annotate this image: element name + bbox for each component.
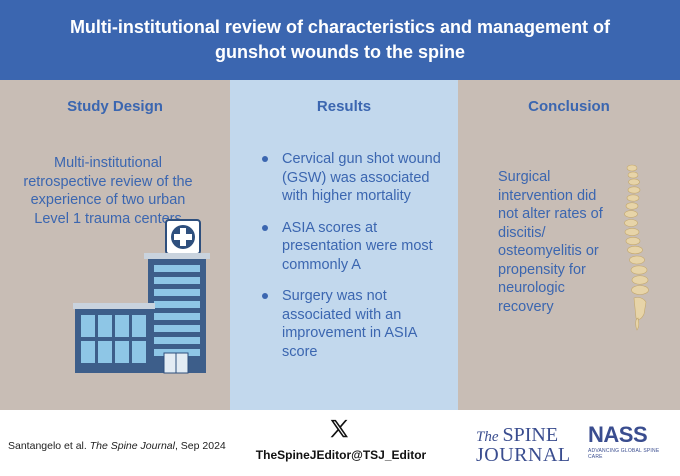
citation-date: , Sep 2024	[174, 440, 226, 452]
results-item: Surgery was not associated with an impro…	[252, 287, 447, 361]
conclusion-heading: Conclusion	[528, 98, 610, 115]
bullet-icon	[262, 156, 268, 162]
study-design-heading: Study Design	[67, 98, 163, 115]
page-title: Multi-institutional review of characteri…	[69, 17, 611, 62]
citation-journal: The Spine Journal	[89, 440, 175, 452]
bullet-icon	[262, 293, 268, 299]
results-item: ASIA scores at presentation were most co…	[252, 219, 447, 275]
nass-logo-tagline: ADVANCING GLOBAL SPINE CARE	[588, 448, 660, 460]
header-banner: Multi-institutional review of characteri…	[0, 0, 680, 80]
journal-logo-the: The	[476, 429, 499, 445]
x-logo-icon[interactable]	[328, 418, 350, 445]
nass-logo-mark: NASS	[588, 422, 648, 447]
results-item-text: Cervical gun shot wound (GSW) was associ…	[282, 151, 441, 204]
conclusion-text: Surgical intervention did not alter rate…	[498, 169, 603, 315]
study-design-text: Multi-institutional retrospective review…	[23, 155, 193, 227]
journal-logo-journal: JOURNAL	[476, 444, 571, 466]
results-list: Cervical gun shot wound (GSW) was associ…	[252, 150, 447, 374]
results-item-text: Surgery was not associated with an impro…	[282, 288, 417, 360]
hospital-building-icon	[70, 215, 210, 380]
bullet-icon	[262, 224, 268, 231]
footer: Santangelo et al. The Spine Journal, Sep…	[0, 410, 680, 476]
results-panel: Results Cervical gun shot wound (GSW) wa…	[230, 80, 458, 410]
results-item: Cervical gun shot wound (GSW) was associ…	[252, 150, 447, 206]
study-design-panel: Study Design Multi-institutional retrosp…	[0, 80, 230, 410]
results-heading: Results	[316, 98, 372, 115]
conclusion-panel: Conclusion Surgical intervention did not…	[458, 80, 680, 410]
spine-icon	[620, 162, 656, 337]
citation-authors: Santangelo et al.	[8, 440, 87, 452]
citation: Santangelo et al. The Spine Journal, Sep…	[8, 440, 226, 452]
social-handle[interactable]: TheSpineJEditor@TSJ_Editor	[255, 448, 427, 462]
journal-logo: The SPINE JOURNAL	[476, 424, 576, 467]
nass-logo: NASS ADVANCING GLOBAL SPINE CARE	[588, 422, 672, 461]
results-item-text: ASIA scores at presentation were most co…	[282, 219, 433, 273]
journal-logo-spine: SPINE	[502, 424, 559, 446]
